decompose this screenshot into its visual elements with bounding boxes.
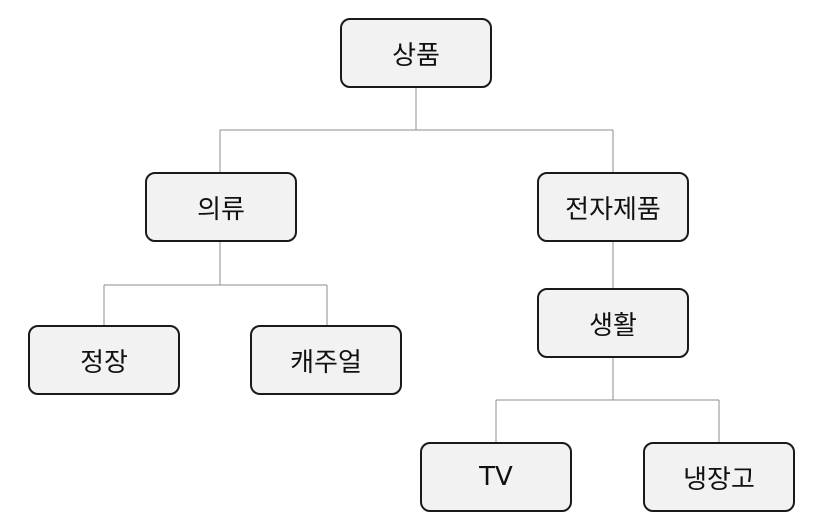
node-tv-label: TV [479, 462, 513, 492]
node-casual[interactable]: 캐주얼 [250, 325, 402, 395]
node-refrigerator[interactable]: 냉장고 [643, 442, 795, 512]
node-formal[interactable]: 정장 [28, 325, 180, 395]
node-living-label: 생활 [589, 310, 637, 341]
node-clothing[interactable]: 의류 [145, 172, 297, 242]
node-formal-label: 정장 [80, 347, 128, 378]
node-electronics[interactable]: 전자제품 [537, 172, 689, 242]
node-refrigerator-label: 냉장고 [683, 464, 755, 495]
node-casual-label: 캐주얼 [290, 347, 362, 378]
node-clothing-label: 의류 [197, 194, 245, 225]
node-tv[interactable]: TV [420, 442, 572, 512]
node-living[interactable]: 생활 [537, 288, 689, 358]
node-products[interactable]: 상품 [340, 18, 492, 88]
node-electronics-label: 전자제품 [565, 194, 661, 225]
node-products-label: 상품 [392, 40, 440, 71]
